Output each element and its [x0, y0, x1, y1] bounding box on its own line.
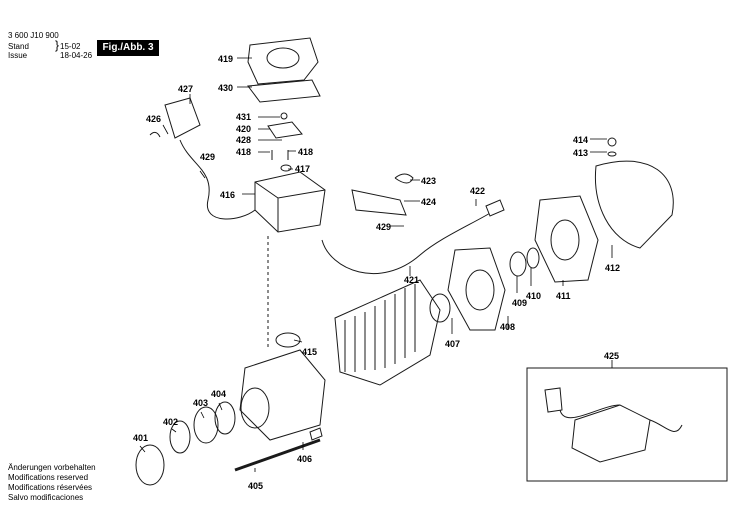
- bracket-glyph: }: [55, 38, 60, 52]
- plate-420-shape: [267, 121, 303, 139]
- figure-badge: Fig./Abb. 3: [97, 40, 159, 56]
- screws-418-shape: [271, 150, 289, 160]
- part-label-409: 409: [512, 298, 527, 308]
- capacitor-424-shape: [351, 189, 407, 216]
- part-label-428: 428: [236, 135, 251, 145]
- part-label-417: 417: [295, 164, 310, 174]
- leader-lines: [139, 57, 613, 472]
- end-shield-408-hub: [465, 269, 495, 311]
- issue-value: 18-04-26: [60, 51, 93, 60]
- part-label-430: 430: [218, 83, 233, 93]
- stator-fins: [344, 284, 416, 372]
- part-label-412: 412: [605, 263, 620, 273]
- part-label-424: 424: [421, 197, 436, 207]
- part-label-401: 401: [133, 433, 148, 443]
- foot-406-shape: [309, 427, 323, 441]
- fan-411-hub: [550, 219, 580, 261]
- cover-419-shape: [247, 37, 319, 85]
- power-cable-421-shape: [321, 211, 493, 274]
- note-line: Änderungen vorbehalten: [8, 463, 96, 472]
- part-label-418: 418: [298, 147, 313, 157]
- stator-shape: [334, 279, 441, 386]
- part-label-415: 415: [302, 347, 317, 357]
- washer-409-shape: [509, 251, 527, 277]
- inset-switch: [544, 387, 563, 413]
- part-label-423: 423: [421, 176, 436, 186]
- ring-410-shape: [526, 247, 540, 269]
- fan-411-shape: [534, 195, 599, 283]
- inset-cable: [559, 404, 683, 432]
- stand-label: Stand: [8, 42, 29, 51]
- part-label-407: 407: [445, 339, 460, 349]
- nut-401-shape: [135, 444, 165, 486]
- cable-429-shape: [179, 139, 256, 220]
- o-ring-415-shape: [275, 332, 301, 348]
- part-label-410: 410: [526, 291, 541, 301]
- clip-426-shape: [149, 131, 161, 138]
- stand-value: 15-02: [60, 42, 81, 51]
- part-label-431: 431: [236, 112, 251, 122]
- note-line: Salvo modificaciones: [8, 493, 84, 502]
- terminal-box-416-edges: [254, 181, 326, 232]
- part-label-406: 406: [297, 454, 312, 464]
- part-label-408: 408: [500, 322, 515, 332]
- part-label-414: 414: [573, 135, 588, 145]
- document-number: 3 600 J10 900: [8, 31, 59, 40]
- plug-422-shape: [485, 199, 505, 217]
- washer-417-shape: [280, 164, 292, 172]
- impeller-402-shape: [169, 420, 191, 454]
- terminal-box-416-shape: [254, 171, 326, 233]
- part-label-429: 429: [376, 222, 391, 232]
- part-label-426: 426: [146, 114, 161, 124]
- seal-404-shape: [214, 401, 236, 435]
- bearing-407-shape: [429, 293, 451, 323]
- screw-414-shape: [607, 137, 617, 147]
- pump-housing-shape: [239, 349, 326, 441]
- inset-frame-425: [526, 367, 728, 482]
- clamp-423-shape: [394, 173, 414, 184]
- part-label-404: 404: [211, 389, 226, 399]
- part-label-416: 416: [220, 190, 235, 200]
- note-line: Modifications reserved: [8, 473, 89, 482]
- part-label-427: 427: [178, 84, 193, 94]
- part-label-425: 425: [604, 351, 619, 361]
- part-label-411: 411: [556, 291, 571, 301]
- part-label-402: 402: [163, 417, 178, 427]
- notes-block: Änderungen vorbehalten Modifications res…: [8, 463, 96, 503]
- part-label-420: 420: [236, 124, 251, 134]
- washer-413-shape: [607, 151, 617, 157]
- switch-427-shape: [164, 97, 201, 139]
- screw-431-shape: [280, 112, 288, 120]
- part-label-418: 418: [236, 147, 251, 157]
- fan-cover-412-shape: [594, 160, 674, 249]
- part-label-419: 419: [218, 54, 233, 64]
- part-label-413: 413: [573, 148, 588, 158]
- part-label-403: 403: [193, 398, 208, 408]
- part-label-422: 422: [470, 186, 485, 196]
- end-shield-408-shape: [447, 247, 506, 331]
- issue-label: Issue: [8, 51, 28, 60]
- note-line: Modifications réservées: [8, 483, 93, 492]
- part-label-405: 405: [248, 481, 263, 491]
- bearing-403-shape: [193, 406, 219, 444]
- part-label-421: 421: [404, 275, 419, 285]
- rod-405-shape: [234, 438, 321, 472]
- part-label-429: 429: [200, 152, 215, 162]
- pump-inlet: [240, 387, 270, 429]
- gasket-430-shape: [247, 79, 321, 103]
- cover-419-disc: [266, 47, 300, 69]
